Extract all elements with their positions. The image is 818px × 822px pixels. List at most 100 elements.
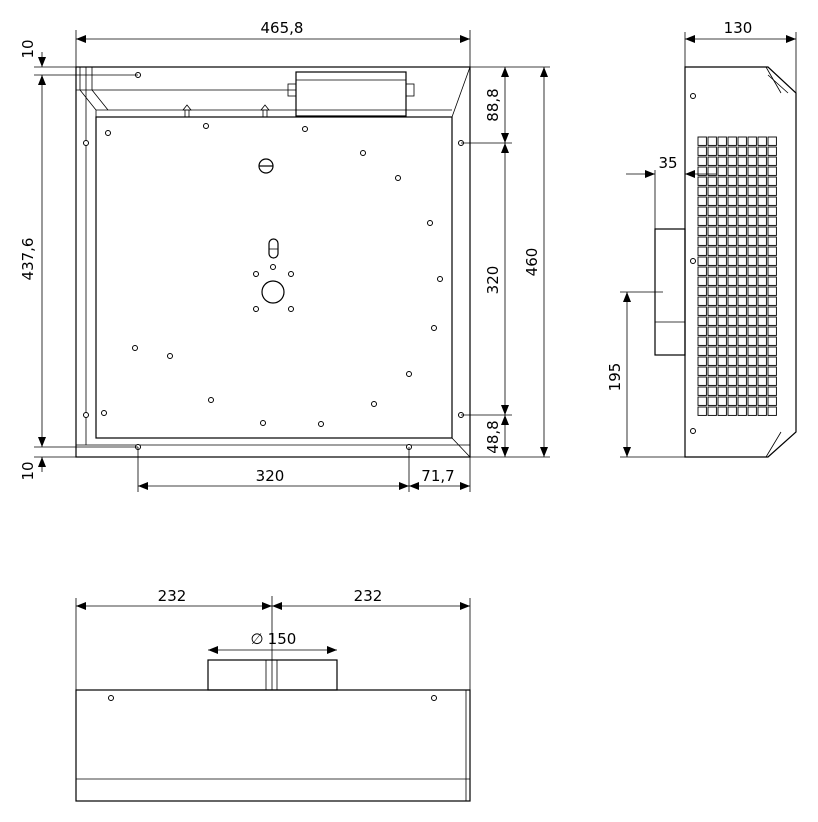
grille-cell: [737, 376, 747, 386]
grille-cell: [757, 206, 767, 216]
dim-side-depth-label: 130: [724, 19, 753, 37]
grille-cell: [737, 396, 747, 406]
grille-cell: [707, 276, 717, 286]
grille-cell: [747, 276, 757, 286]
grille-cell: [737, 246, 747, 256]
grille-cell: [737, 186, 747, 196]
grille-cell: [767, 166, 777, 176]
front-view: 465,8 10 437,6 10 88,8: [19, 19, 550, 492]
grille-cell: [717, 296, 727, 306]
dim-bottom-offset-label: 10: [19, 461, 37, 480]
grille-cell: [697, 146, 707, 156]
grille-cell: [757, 276, 767, 286]
grille-cell: [747, 186, 757, 196]
dim-bottom-halves: 232 232: [75, 587, 471, 690]
grille-cell: [757, 136, 767, 146]
grille-cell: [737, 206, 747, 216]
grille-cell: [717, 146, 727, 156]
grille-cell: [717, 196, 727, 206]
grille-cell: [747, 286, 757, 296]
grille-cell: [737, 366, 747, 376]
grille-cell: [757, 246, 767, 256]
grille-cell: [697, 396, 707, 406]
grille-cell: [747, 176, 757, 186]
dim-duct-height: 195: [606, 291, 685, 458]
grille-cell: [767, 286, 777, 296]
grille-cell: [767, 156, 777, 166]
grille-cell: [747, 266, 757, 276]
grille-cell: [727, 256, 737, 266]
grille-cell: [747, 146, 757, 156]
grille-cell: [707, 246, 717, 256]
grille-cell: [707, 316, 717, 326]
grille-cell: [767, 256, 777, 266]
grille-cell: [767, 236, 777, 246]
grille-cell: [697, 296, 707, 306]
grille-cell: [717, 226, 727, 236]
grille-cell: [707, 336, 717, 346]
dim-inner-height-label: 437,6: [19, 238, 37, 281]
grille-cell: [697, 386, 707, 396]
grille-cell: [767, 176, 777, 186]
grille-cell: [717, 316, 727, 326]
adjust-slot: [268, 238, 279, 259]
grille-cell: [737, 196, 747, 206]
grille-cell: [697, 336, 707, 346]
side-view: 130 35 195: [606, 19, 797, 458]
grille-cell: [767, 376, 777, 386]
grille-cell: [737, 406, 747, 416]
dim-duct-offset-label: 35: [658, 154, 677, 172]
grille-cell: [697, 346, 707, 356]
grille-cell: [697, 196, 707, 206]
grille-cell: [757, 216, 767, 226]
grille-cell: [757, 176, 767, 186]
grille-cell: [747, 336, 757, 346]
bottom-view: 232 232 ∅ 150: [75, 587, 471, 802]
grille-cell: [767, 246, 777, 256]
grille-cell: [727, 196, 737, 206]
grille-cell: [767, 336, 777, 346]
grille-cell: [767, 406, 777, 416]
grille-cell: [697, 226, 707, 236]
grille-cell: [737, 266, 747, 276]
grille-cell: [727, 366, 737, 376]
front-holes: [83, 72, 464, 450]
grille-cell: [697, 256, 707, 266]
grille-cell: [757, 256, 767, 266]
grille-cell: [737, 306, 747, 316]
grille-cell: [697, 206, 707, 216]
grille-cell: [747, 196, 757, 206]
bottom-housing-outline: [75, 689, 471, 802]
dim-duct-height-label: 195: [606, 363, 624, 392]
grille-cell: [737, 176, 747, 186]
grille-cell: [727, 146, 737, 156]
dim-top-offset-label: 10: [19, 39, 37, 58]
grille-cell: [747, 376, 757, 386]
grille-cell: [727, 156, 737, 166]
grille-cell: [707, 156, 717, 166]
grille-cell: [707, 386, 717, 396]
grille-cell: [707, 136, 717, 146]
grille-cell: [717, 256, 727, 266]
slotted-screw: [258, 158, 274, 174]
grille-cell: [757, 286, 767, 296]
grille-cell: [747, 346, 757, 356]
dim-bottom-left-label: 232: [158, 587, 187, 605]
dim-total-height-label: 460: [523, 248, 541, 277]
grille-cell: [727, 296, 737, 306]
grille-cell: [747, 366, 757, 376]
grille-cell: [757, 316, 767, 326]
grille-cell: [737, 296, 747, 306]
grille-cell: [707, 286, 717, 296]
dim-inner-height: 437,6: [19, 75, 46, 447]
grille-cell: [727, 316, 737, 326]
grille-cell: [737, 356, 747, 366]
grille-cell: [707, 296, 717, 306]
grille-cell: [707, 206, 717, 216]
grille-cell: [767, 326, 777, 336]
grille-cell: [737, 256, 747, 266]
grille-cell: [727, 136, 737, 146]
grille-cell: [757, 406, 767, 416]
grille-cell: [717, 346, 727, 356]
